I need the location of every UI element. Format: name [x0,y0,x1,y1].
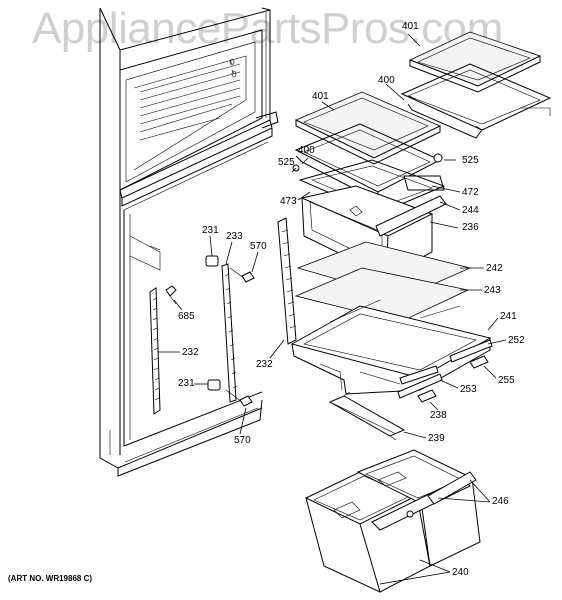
screw-685 [165,285,177,305]
callout-244: 244 [462,205,479,216]
callout-236: 236 [462,222,479,233]
art-number: (ART NO. WR19868 C) [8,574,93,583]
callout-240: 240 [452,567,469,578]
cabinet-liner [99,7,279,477]
shelf-rail-233 [205,255,255,407]
roller-238 [417,389,437,403]
shelf-glass-upper [408,31,542,93]
shelf-frame-upper [400,63,552,139]
callout-243: 243 [484,285,501,296]
callout-401: 401 [402,21,419,32]
callout-570: 570 [234,435,251,446]
callout-253: 253 [460,384,477,395]
callout-233: 233 [226,231,243,242]
shelf-rail-right [277,217,297,345]
callout-232: 232 [256,359,273,370]
callout-400: 400 [298,145,315,156]
callout-400: 400 [378,75,395,86]
callout-246: 246 [492,496,509,507]
roller-255 [469,355,489,369]
callout-231: 231 [178,378,195,389]
callout-238: 238 [430,410,447,421]
callout-401: 401 [312,91,329,102]
callout-525: 525 [278,157,295,168]
bin-cover-246 [371,471,477,531]
callout-525: 525 [462,155,479,166]
callout-473: 473 [280,196,297,207]
bracket-239 [328,391,406,441]
callout-472: 472 [462,187,479,198]
slide-253 [397,373,443,399]
crisper-frame-241 [290,299,492,395]
callout-231: 231 [202,225,219,236]
watermark: AppliancePartsPros.com [32,4,503,53]
callout-252: 252 [508,335,525,346]
slide-252 [449,339,493,363]
callout-239: 239 [428,433,445,444]
shelf-frame-middle [292,123,445,201]
callout-685: 685 [178,311,195,322]
callout-570: 570 [250,241,267,252]
leader-lines [158,33,507,585]
callout-255: 255 [498,375,515,386]
callout-242: 242 [486,263,503,274]
callout-232: 232 [182,347,199,358]
shelf-rail-left [149,287,161,415]
callout-241: 241 [500,311,517,322]
